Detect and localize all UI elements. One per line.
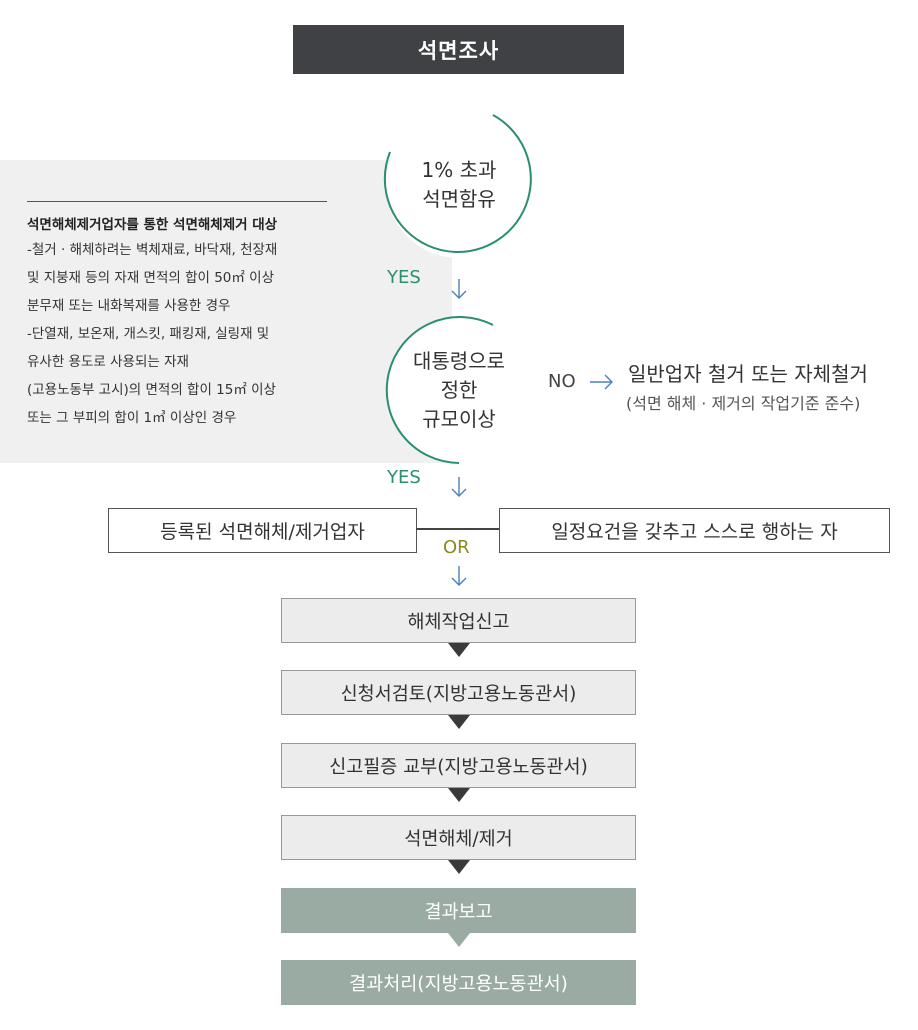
down-arrow-icon [451,477,467,497]
info-panel-line: (고용노동부 고시)의 면적의 합이 15㎡ 이상 [27,382,276,398]
step-application-review: 신청서검토(지방고용노동관서) [281,670,636,715]
down-triangle-icon [448,788,470,802]
info-panel [0,160,452,463]
yes-label: YES [387,467,421,488]
info-panel-line: -철거 · 해체하려는 벽체재료, 바닥재, 천장재 [27,242,278,258]
right-arrow-icon [590,374,613,390]
decision-scale-line1: 대통령으로 [413,348,505,373]
info-panel-line: 유사한 용도로 사용되는 자재 [27,354,189,370]
info-panel-line: 또는 그 부피의 합이 1㎥ 이상인 경우 [27,410,237,426]
down-arrow-icon [451,279,467,299]
page-title: 석면조사 [293,25,624,74]
option-registered-contractor: 등록된 석면해체/제거업자 [108,508,417,553]
no-result-note: (석면 해체 · 제거의 작업기준 준수) [626,394,861,413]
option-self-performer: 일정요건을 갖추고 스스로 행하는 자 [499,508,890,553]
yes-label: YES [387,267,421,288]
decision-scale-line3: 규모이상 [422,406,496,431]
info-panel-divider [27,201,327,202]
decision-scale: 대통령으로 정한 규모이상 [386,317,532,463]
info-panel-line: 분무재 또는 내화복재를 사용한 경우 [27,298,231,314]
down-triangle-icon [448,933,470,947]
step-demolition-report: 해체작업신고 [281,598,636,643]
or-label: OR [443,537,470,558]
step-asbestos-removal: 석면해체/제거 [281,815,636,860]
down-triangle-icon [448,860,470,874]
decision-asbestos-arc [383,114,532,253]
decision-asbestos-content-line2: 석면함유 [422,187,496,211]
decision-scale-arc [385,316,494,464]
option-connector [416,528,500,530]
decision-asbestos-content-line1: 1% 초과 [421,158,497,182]
down-arrow-icon [451,566,467,586]
step-result-processing: 결과처리(지방고용노동관서) [281,960,636,1005]
info-panel-heading: 석면해체제거업자를 통한 석면해체제거 대상 [27,217,278,233]
info-panel-line: 및 지붕재 등의 자재 면적의 합이 50㎡ 이상 [27,270,275,286]
no-result-title: 일반업자 철거 또는 자체철거 [628,362,868,386]
step-certificate-issue: 신고필증 교부(지방고용노동관서) [281,743,636,788]
down-triangle-icon [448,715,470,729]
no-label: NO [548,371,576,392]
info-panel-line: -단열재, 보온재, 개스킷, 패킹재, 실링재 및 [27,326,270,342]
decision-scale-line2: 정한 [440,377,478,402]
step-result-report: 결과보고 [281,888,636,933]
down-triangle-icon [448,643,470,657]
